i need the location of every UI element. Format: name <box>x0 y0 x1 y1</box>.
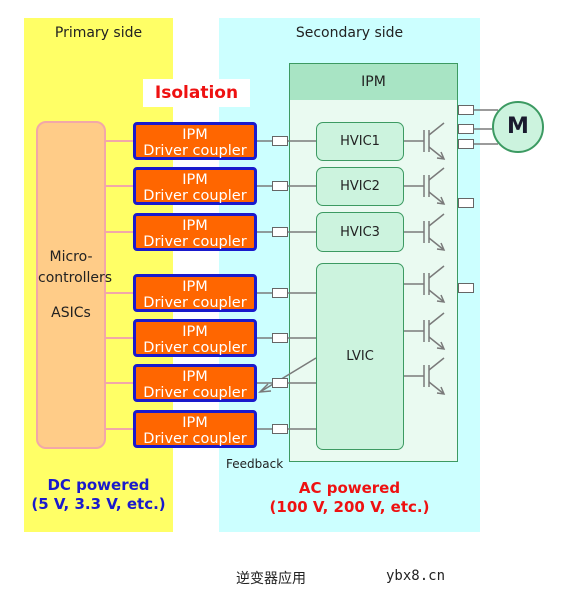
coupler-label-line2: Driver coupler <box>143 143 247 159</box>
input-pin <box>272 424 288 434</box>
feedback-label: Feedback <box>226 457 284 471</box>
motor-circle: M <box>492 101 544 153</box>
driver-coupler-5: IPM Driver coupler <box>133 319 257 357</box>
motor-label: M <box>507 114 529 139</box>
coupler-label-line2: Driver coupler <box>143 340 247 356</box>
input-pin <box>272 136 288 146</box>
driver-coupler-7: IPM Driver coupler <box>133 410 257 448</box>
coupler-label-line1: IPM <box>182 369 208 385</box>
microcontroller-block: Micro- controllers ASICs <box>36 121 113 449</box>
coupler-label-line2: Driver coupler <box>143 234 247 250</box>
driver-coupler-4: IPM Driver coupler <box>133 274 257 312</box>
coupler-label-line1: IPM <box>182 279 208 295</box>
output-pin <box>458 124 474 134</box>
output-pin <box>458 105 474 115</box>
caption: 逆变器应用 <box>236 571 306 587</box>
ac-powered-line2: (100 V, 200 V, etc.) <box>269 498 430 516</box>
ac-powered-line1: AC powered <box>298 479 401 497</box>
driver-coupler-6: IPM Driver coupler <box>133 364 257 402</box>
output-pin <box>458 198 474 208</box>
hvic3-label: HVIC3 <box>340 224 380 240</box>
coupler-label-line2: Driver coupler <box>143 431 247 447</box>
mcu-label-line1: Micro- <box>49 249 93 265</box>
mcu-label-line2: controllers <box>38 270 113 286</box>
ac-powered-label: AC powered (100 V, 200 V, etc.) <box>219 479 480 517</box>
driver-coupler-1: IPM Driver coupler <box>133 122 257 160</box>
input-pin <box>272 333 288 343</box>
isolation-label: Isolation <box>143 79 250 107</box>
input-pin <box>272 288 288 298</box>
driver-coupler-2: IPM Driver coupler <box>133 167 257 205</box>
hvic1-block: HVIC1 <box>316 122 404 161</box>
secondary-side-label: Secondary side <box>295 25 404 41</box>
ipm-title: IPM <box>361 74 386 90</box>
input-pin <box>272 181 288 191</box>
hvic2-block: HVIC2 <box>316 167 404 206</box>
coupler-label-line1: IPM <box>182 415 208 431</box>
coupler-label-line1: IPM <box>182 324 208 340</box>
mcu-label-asics: ASICs <box>51 305 91 321</box>
input-pin <box>272 378 288 388</box>
dc-powered-line2: (5 V, 3.3 V, etc.) <box>31 495 166 513</box>
watermark: ybx8.cn <box>386 568 446 584</box>
coupler-label-line2: Driver coupler <box>143 188 247 204</box>
coupler-label-line2: Driver coupler <box>143 385 247 401</box>
coupler-label-line2: Driver coupler <box>143 295 247 311</box>
lvic-label: LVIC <box>346 349 374 364</box>
ipm-header: IPM <box>290 64 457 100</box>
output-pin <box>458 283 474 293</box>
coupler-label-line1: IPM <box>182 218 208 234</box>
hvic3-block: HVIC3 <box>316 212 404 252</box>
coupler-label-line1: IPM <box>182 127 208 143</box>
hvic2-label: HVIC2 <box>340 179 380 194</box>
output-pin <box>458 139 474 149</box>
driver-coupler-3: IPM Driver coupler <box>133 213 257 251</box>
hvic1-label: HVIC1 <box>340 134 380 149</box>
dc-powered-label: DC powered (5 V, 3.3 V, etc.) <box>24 476 173 514</box>
input-pin <box>272 227 288 237</box>
lvic-block: LVIC <box>316 263 404 450</box>
dc-powered-line1: DC powered <box>47 476 150 494</box>
primary-side-label: Primary side <box>54 25 143 41</box>
coupler-label-line1: IPM <box>182 172 208 188</box>
